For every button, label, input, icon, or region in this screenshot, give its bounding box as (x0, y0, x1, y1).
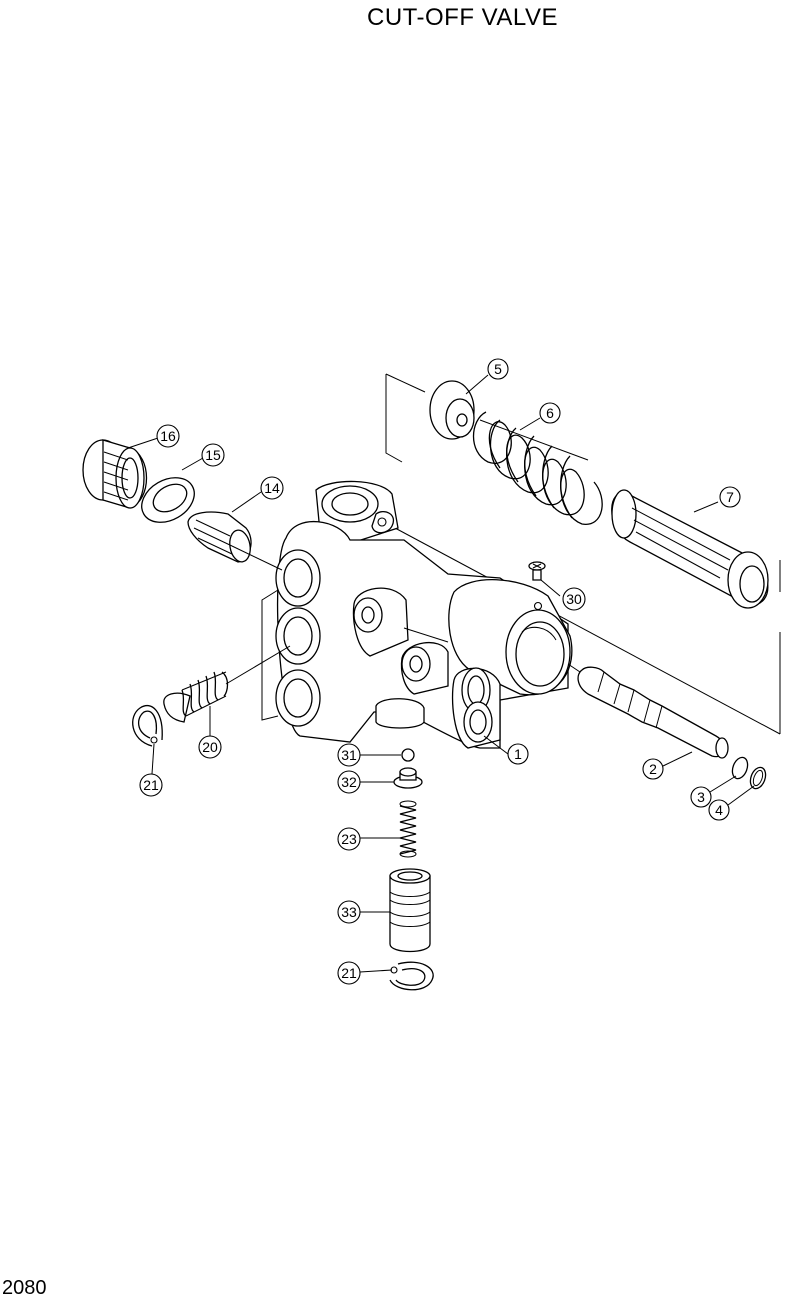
ball-part-31 (401, 748, 415, 762)
poppet-part-14 (187, 511, 252, 563)
svg-text:32: 32 (341, 774, 357, 790)
callout-21-bottom: 21 (337, 961, 361, 985)
plug-part-16 (82, 439, 148, 509)
upper-parts-frame (385, 373, 781, 735)
svg-text:30: 30 (566, 591, 582, 607)
callout-14: 14 (260, 476, 284, 500)
snap-ring-part-21-left (132, 705, 163, 747)
page-number: 2080 (2, 1277, 47, 1299)
svg-text:2: 2 (649, 761, 657, 777)
callout-3: 3 (690, 786, 712, 808)
spool-part-2 (577, 666, 729, 759)
valve-body-part-1 (275, 480, 573, 749)
o-ring-part-3 (731, 756, 749, 780)
svg-text:21: 21 (341, 965, 357, 981)
seat-part-32 (393, 767, 423, 789)
coil-spring-part-6 (473, 411, 603, 525)
callout-2: 2 (642, 758, 664, 780)
callout-6: 6 (539, 402, 561, 424)
leader-lines (127, 374, 755, 973)
left-parts-frame (261, 589, 279, 721)
callout-21-left: 21 (139, 773, 163, 797)
callout-4: 4 (708, 799, 730, 821)
svg-text:15: 15 (205, 447, 221, 463)
poppet-spring-part-20 (163, 671, 229, 723)
callout-31: 31 (337, 743, 361, 767)
page-title: CUT-OFF VALVE (367, 4, 558, 31)
snap-ring-part-21-bottom (389, 961, 434, 991)
callout-7: 7 (719, 486, 741, 508)
screw-part-30 (528, 561, 546, 581)
gasket-part-15 (141, 477, 195, 523)
callout-32: 32 (337, 770, 361, 794)
svg-text:14: 14 (264, 480, 280, 496)
svg-text:6: 6 (546, 405, 554, 421)
callout-1: 1 (507, 743, 529, 765)
svg-text:23: 23 (341, 831, 357, 847)
callout-23: 23 (337, 827, 361, 851)
callout-5: 5 (487, 358, 509, 380)
spring-part-23 (399, 800, 417, 858)
svg-text:33: 33 (341, 904, 357, 920)
callout-16: 16 (156, 424, 180, 448)
svg-text:20: 20 (202, 739, 218, 755)
callout-33: 33 (337, 900, 361, 924)
svg-text:5: 5 (494, 361, 502, 377)
svg-text:31: 31 (341, 747, 357, 763)
svg-text:3: 3 (697, 789, 705, 805)
callout-30: 30 (562, 587, 586, 611)
sleeve-part-33 (389, 868, 431, 953)
callout-15: 15 (201, 443, 225, 467)
svg-text:16: 16 (160, 428, 176, 444)
svg-text:4: 4 (715, 802, 723, 818)
sleeve-part-7 (611, 489, 769, 609)
svg-text:21: 21 (143, 777, 159, 793)
svg-text:1: 1 (514, 746, 522, 762)
callout-20: 20 (198, 735, 222, 759)
spring-seat-part-5 (429, 380, 475, 440)
svg-text:7: 7 (726, 489, 734, 505)
backup-ring-part-4 (749, 766, 767, 790)
